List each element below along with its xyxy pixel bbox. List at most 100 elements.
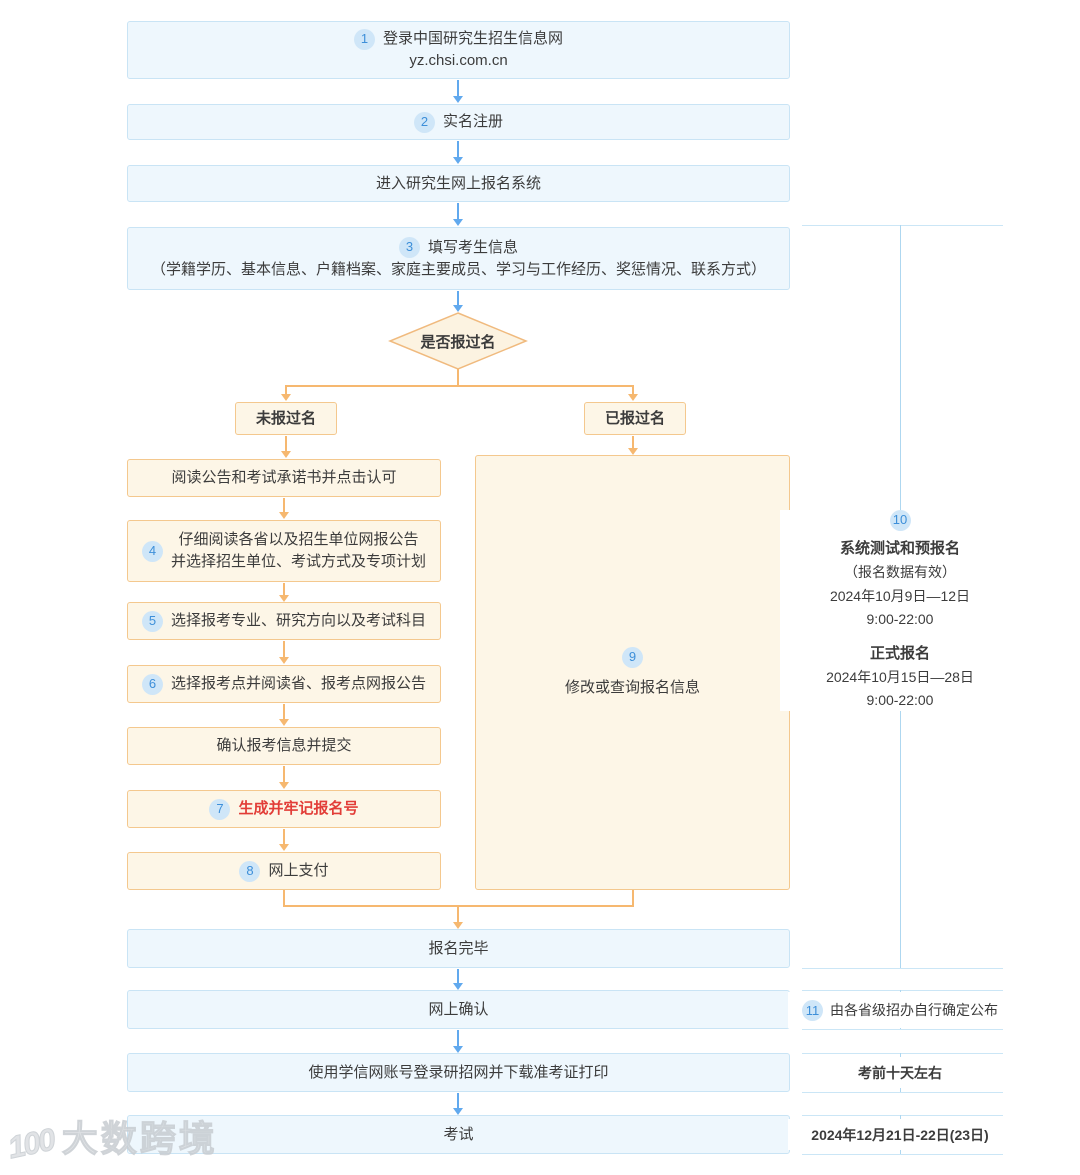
side-vline-1: [900, 225, 901, 510]
step-done-label: 报名完毕: [428, 939, 489, 957]
sidebar-schedule-block: 10 系统测试和预报名 （报名数据有效） 2024年10月9日—12日 9:00…: [780, 510, 1020, 711]
side-line-1: [802, 968, 1003, 969]
arrow-branch-left: [281, 385, 291, 401]
step-register-label: 实名注册: [442, 113, 503, 131]
arrow-notreg-to-read: [281, 436, 291, 458]
side-line-4: [802, 1053, 1003, 1054]
step-fill-info-label: 填写考生信息: [427, 238, 518, 256]
step-online-confirm-label: 网上确认: [428, 1000, 489, 1018]
connector-branch-horizontal: [285, 385, 634, 387]
step-login-url: yz.chsi.com.cn: [409, 52, 508, 69]
connector-pay-stub: [283, 890, 285, 907]
step-fill-info-box: 3 填写考生信息 （学籍学历、基本信息、户籍档案、家庭主要成员、学习与工作经历、…: [127, 227, 790, 290]
step-enter-system-box: 进入研究生网上报名系统: [127, 165, 790, 202]
step-number-11: 11: [802, 999, 823, 1021]
step-number-5: 5: [141, 610, 163, 632]
step-number-1: 1: [353, 28, 375, 50]
side-line-top: [802, 225, 1003, 226]
side-line-6: [802, 1115, 1003, 1116]
step-number-2: 2: [413, 111, 435, 133]
step-generate-number-box: 7 生成并牢记报名号: [127, 790, 441, 828]
step-print-ticket-label: 使用学信网账号登录研招网并下载准考证打印: [308, 1063, 609, 1081]
arrow-confirm-to-print: [453, 1030, 463, 1053]
branch-not-registered-label: 未报过名: [255, 409, 316, 427]
schedule-phase2-title: 正式报名: [869, 644, 930, 662]
step-confirm-submit-box: 确认报考信息并提交: [127, 727, 441, 765]
step-read-notice-label: 阅读公告和考试承诺书并点击认可: [171, 469, 397, 487]
watermark-label: 大数跨境: [61, 1118, 218, 1160]
side-line-7: [802, 1154, 1003, 1155]
arrow-5-to-6: [279, 641, 289, 664]
step-number-10: 10: [889, 510, 911, 531]
step7-label: 生成并牢记报名号: [238, 800, 359, 818]
connector-modify-stub: [632, 890, 634, 907]
step-read-notice-box: 阅读公告和考试承诺书并点击认可: [127, 459, 441, 497]
step9-label: 修改或查询报名信息: [564, 678, 700, 696]
step-exam-box: 考试: [127, 1115, 790, 1154]
connector-diamond-stub: [457, 369, 459, 386]
schedule-phase1-time: 9:00-22:00: [866, 611, 934, 628]
step-number-8: 8: [239, 860, 261, 882]
arrow-confirm-to-7: [279, 766, 289, 789]
step-print-ticket-box: 使用学信网账号登录研招网并下载准考证打印: [127, 1053, 790, 1092]
step-online-confirm-box: 网上确认: [127, 990, 790, 1029]
arrow-fill-to-decision: [453, 291, 463, 312]
arrow-enter-to-fill: [453, 203, 463, 226]
confirm-note-label: 由各省级招办自行确定公布: [830, 1002, 998, 1018]
watermark-logo: 100: [4, 1121, 57, 1166]
step-register-box: 2 实名注册: [127, 104, 790, 140]
step-modify-query-box: 9 修改或查询报名信息: [475, 455, 790, 890]
print-note-label: 考前十天左右: [858, 1064, 942, 1081]
step-choose-site-box: 6 选择报考点并阅读省、报考点网报公告: [127, 665, 441, 703]
sidebar-exam-date: 2024年12月21日-22日(23日): [788, 1119, 1012, 1150]
step-number-9: 9: [622, 646, 643, 668]
arrow-7-to-8: [279, 829, 289, 851]
decision-diamond: 是否报过名: [388, 312, 528, 370]
arrow-4-to-5: [279, 583, 289, 602]
side-line-5: [802, 1092, 1003, 1093]
decision-label: 是否报过名: [420, 333, 496, 351]
step-fill-info-detail: （学籍学历、基本信息、户籍档案、家庭主要成员、学习与工作经历、奖惩情况、联系方式…: [150, 260, 766, 278]
arrow-6-to-confirm: [279, 704, 289, 726]
branch-registered-box: 已报过名: [584, 402, 686, 435]
arrow-done-to-confirm: [453, 969, 463, 990]
step5-label: 选择报考专业、研究方向以及考试科目: [170, 612, 426, 630]
step-number-3: 3: [398, 237, 420, 259]
schedule-phase1-date: 2024年10月9日—12日: [829, 587, 971, 604]
step-done-box: 报名完毕: [127, 929, 790, 968]
arrow-print-to-exam: [453, 1093, 463, 1115]
branch-registered-label: 已报过名: [604, 409, 665, 427]
step-login-title: 登录中国研究生招生信息网: [382, 30, 563, 48]
step-choose-major-box: 5 选择报考专业、研究方向以及考试科目: [127, 602, 441, 640]
schedule-phase1-title: 系统测试和预报名: [839, 540, 960, 557]
side-line-2: [802, 990, 1003, 991]
watermark: 100 大数跨境: [4, 1110, 218, 1166]
arrow-merge-to-done: [453, 905, 463, 929]
step-confirm-submit-label: 确认报考信息并提交: [216, 737, 352, 755]
step4-line1: 仔细阅读各省以及招生单位网报公告: [178, 531, 419, 549]
step8-label: 网上支付: [268, 862, 329, 880]
sidebar-confirm-note: 11 由各省级招办自行确定公布: [788, 992, 1012, 1028]
arrow-login-to-register: [453, 80, 463, 103]
step-login-box: 1 登录中国研究生招生信息网 yz.chsi.com.cn: [127, 21, 790, 79]
arrow-reg-to-modify: [628, 436, 638, 455]
schedule-phase2-date: 2024年10月15日—28日: [826, 668, 974, 685]
arrow-branch-right: [628, 385, 638, 401]
schedule-phase2-time: 9:00-22:00: [866, 692, 934, 709]
step-number-6: 6: [141, 673, 163, 695]
step-read-province-box: 4 仔细阅读各省以及招生单位网报公告 并选择招生单位、考试方式及专项计划: [127, 520, 441, 582]
arrow-register-to-enter: [453, 141, 463, 164]
step4-line2: 并选择招生单位、考试方式及专项计划: [170, 553, 426, 570]
side-vline-2: [900, 690, 901, 968]
step-exam-label: 考试: [443, 1125, 474, 1143]
step-number-7: 7: [209, 798, 231, 820]
sidebar-print-note: 考前十天左右: [808, 1057, 992, 1088]
exam-date-label: 2024年12月21日-22日(23日): [811, 1126, 989, 1143]
side-line-3: [802, 1029, 1003, 1030]
step6-label: 选择报考点并阅读省、报考点网报公告: [170, 675, 426, 693]
schedule-phase1-note: （报名数据有效）: [844, 564, 956, 580]
step-number-4: 4: [141, 540, 163, 562]
step-pay-online-box: 8 网上支付: [127, 852, 441, 890]
arrow-read-to-4: [279, 498, 289, 519]
